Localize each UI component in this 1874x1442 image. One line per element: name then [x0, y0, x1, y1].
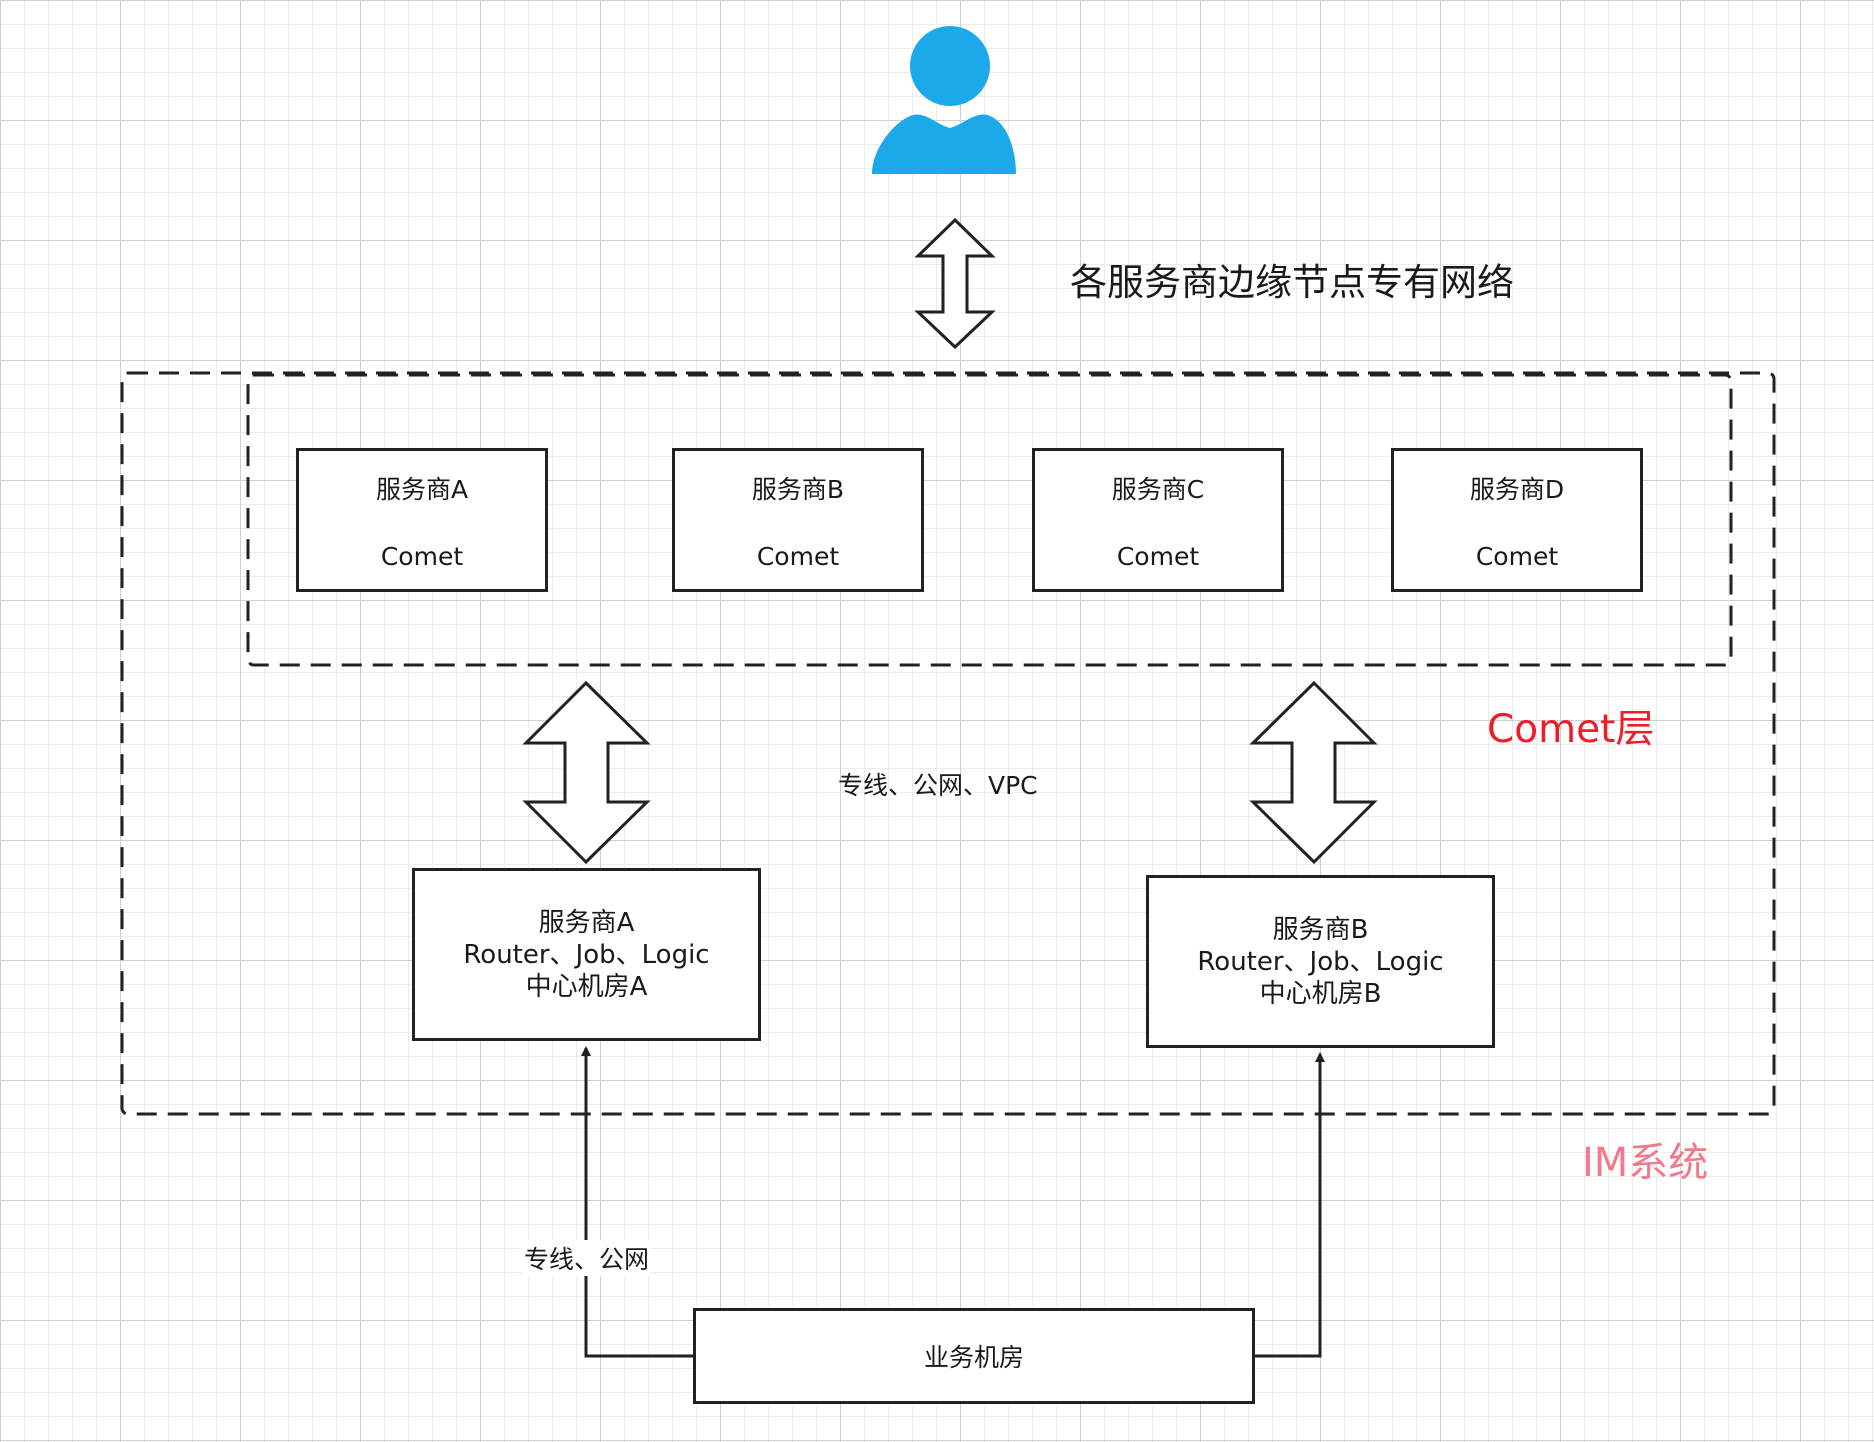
comet-node-a[interactable]: 服务商A Comet	[296, 448, 548, 592]
link-label-bottom: 专线、公网	[522, 1240, 652, 1276]
edge-business-to-dc-a	[581, 1046, 694, 1358]
im-system-frame	[120, 371, 1776, 1116]
datacenter-provider: 服务商B	[1272, 914, 1369, 945]
datacenter-provider: 服务商A	[538, 907, 635, 938]
edge-business-to-dc-b	[1254, 1052, 1325, 1358]
comet-node-role: Comet	[1475, 541, 1559, 571]
edge-comet-dc-b-double-arrow	[1249, 680, 1378, 865]
comet-node-provider: 服务商C	[1111, 474, 1205, 504]
user-icon	[872, 26, 1016, 174]
edge-network-double-arrow	[914, 217, 996, 350]
comet-layer-frame	[246, 373, 1733, 667]
comet-node-c[interactable]: 服务商C Comet	[1032, 448, 1284, 592]
business-datacenter-label: 业务机房	[923, 1343, 1024, 1372]
comet-node-provider: 服务商D	[1469, 474, 1565, 504]
comet-node-role: Comet	[1116, 541, 1200, 571]
network-label: 各服务商边缘节点专有网络	[1070, 261, 1514, 304]
comet-node-role: Comet	[756, 541, 840, 571]
datacenter-services: Router、Job、Logic	[463, 939, 710, 970]
datacenter-location: 中心机房A	[525, 971, 648, 1002]
datacenter-services: Router、Job、Logic	[1197, 946, 1444, 977]
comet-node-d[interactable]: 服务商D Comet	[1391, 448, 1643, 592]
comet-node-provider: 服务商A	[375, 474, 469, 504]
datacenter-a[interactable]: 服务商A Router、Job、Logic 中心机房A	[412, 868, 761, 1041]
im-system-label: IM系统	[1582, 1140, 1709, 1186]
datacenter-location: 中心机房B	[1259, 978, 1382, 1009]
comet-node-b[interactable]: 服务商B Comet	[672, 448, 924, 592]
datacenter-b[interactable]: 服务商B Router、Job、Logic 中心机房B	[1146, 875, 1495, 1048]
comet-node-role: Comet	[380, 541, 464, 571]
comet-node-provider: 服务商B	[751, 474, 845, 504]
comet-layer-label: Comet层	[1487, 707, 1655, 752]
link-label-middle: 专线、公网、VPC	[838, 771, 1038, 800]
business-datacenter[interactable]: 业务机房	[693, 1308, 1255, 1404]
edge-comet-dc-a-double-arrow	[522, 680, 651, 865]
